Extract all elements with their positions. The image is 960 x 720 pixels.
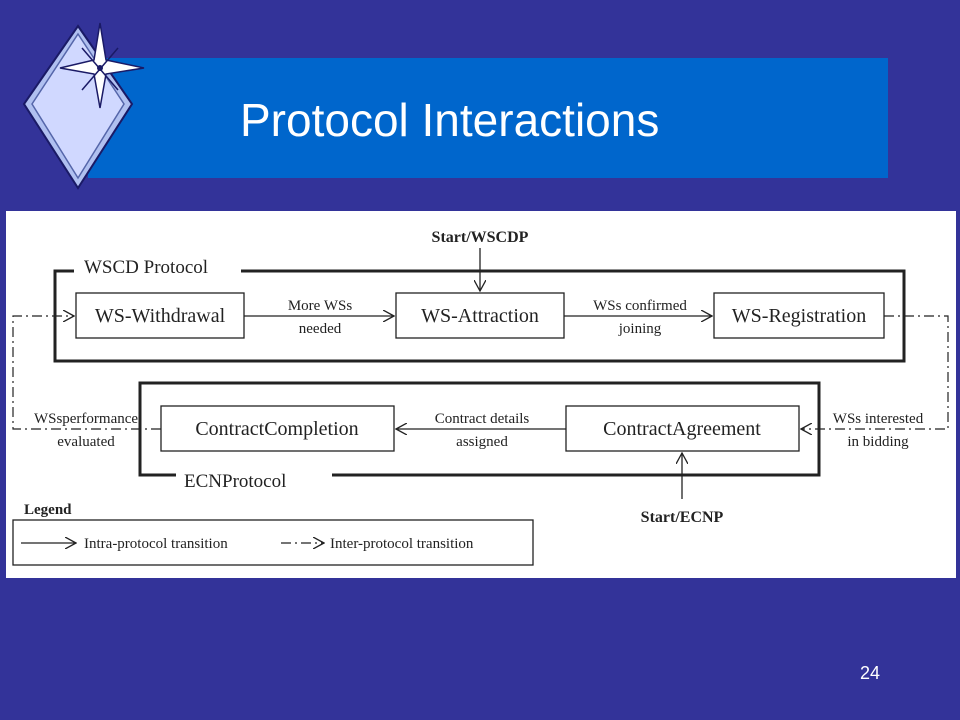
diamond-star-icon [22,22,145,190]
legend-title: Legend [24,502,72,518]
legend-inter-label: Inter-protocol transition [330,536,474,552]
ecn-frame [138,381,821,477]
label-start-wscdp: Start/WSCDP [432,229,529,246]
protocol-diagram: WSCD Protocol ECNProtocol WS-Withdrawal … [12,229,949,566]
node-contract-agreement [565,405,800,452]
label-contract-details: Contract details [435,411,530,427]
node-contract-completion-label: ContractCompletion [195,418,358,440]
title-bar [88,58,888,178]
label-ws-confirmed: WSs confirmed [593,298,687,314]
label-assigned: assigned [456,434,508,450]
legend-intra-label: Intra-protocol transition [84,536,228,552]
legend-box [12,519,534,566]
node-contract-agreement-label: ContractAgreement [603,418,761,440]
node-contract-completion [160,405,395,452]
node-ws-registration-label: WS-Registration [732,305,866,327]
slide-title: Protocol Interactions [240,94,660,146]
label-needed: needed [299,321,342,337]
ecn-protocol-label: ECNProtocol [184,471,286,492]
label-joining: joining [618,321,662,337]
node-ws-attraction-label: WS-Attraction [421,305,539,327]
label-evaluated: evaluated [57,434,115,450]
label-ws-performance: WSsperformance [34,411,138,427]
arrow-registration-to-agreement [801,315,949,429]
label-start-ecnp: Start/ECNP [641,509,724,526]
diagram-panel: WSCD Protocol ECNProtocol WS-Withdrawal … [6,211,956,578]
arrow-completion-to-withdrawal [12,316,161,430]
wscd-frame [53,269,906,363]
wscd-protocol-label: WSCD Protocol [84,257,208,278]
node-ws-registration [713,292,885,339]
page-number: 24 [859,663,881,683]
label-in-bidding: in bidding [847,434,909,450]
node-ws-withdrawal-label: WS-Withdrawal [95,305,226,327]
label-more-ws: More WSs [288,298,352,314]
label-ws-interested: WSs interested [833,411,924,427]
